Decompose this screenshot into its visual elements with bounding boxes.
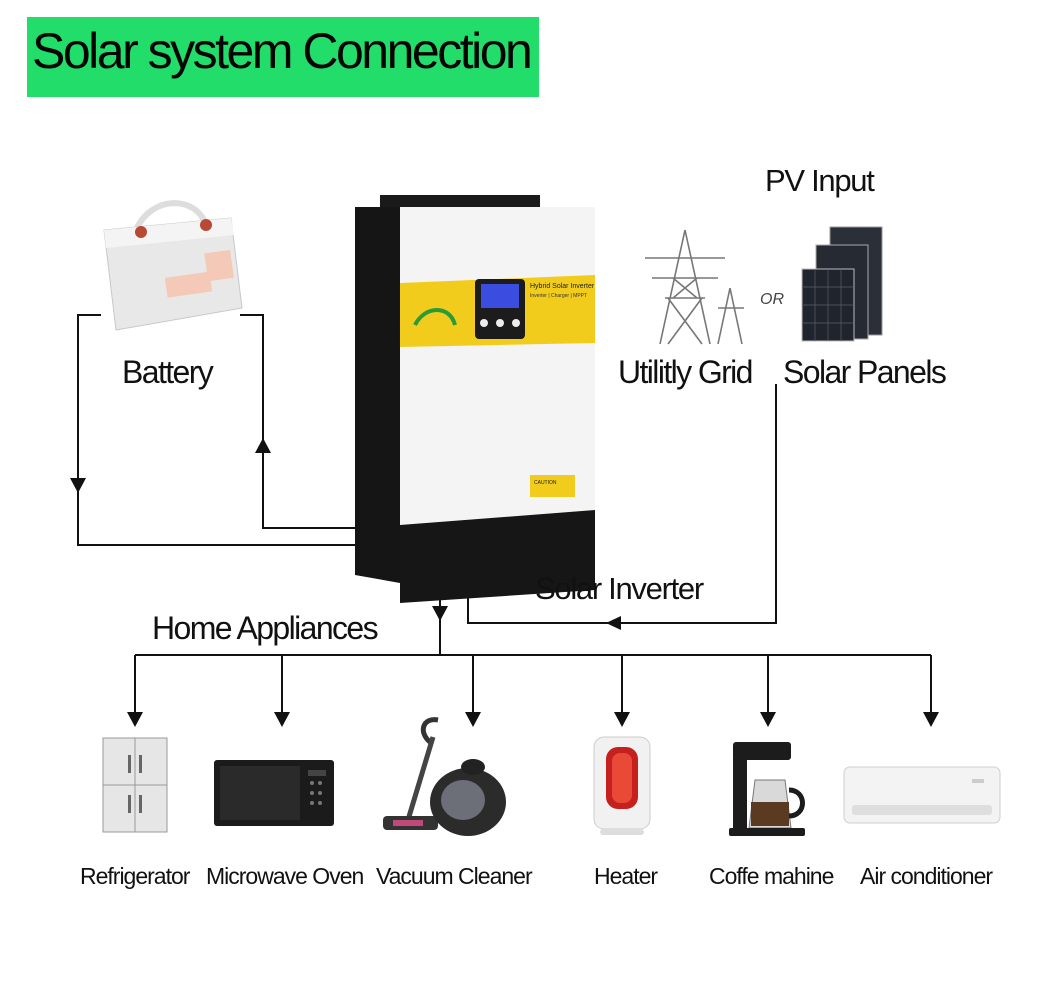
heater-icon [593,736,651,835]
solar-inverter-label: Solar Inverter [535,571,704,606]
solar-panels-icon [801,226,883,342]
appliance-label-microwave-oven: Microwave Oven [206,863,364,889]
vacuum-cleaner-icon [383,717,506,836]
arrow-down-icon [127,712,143,727]
utility-grid-label: Utilitly Grid [618,354,753,390]
appliance-label-refrigerator: Refrigerator [80,863,190,889]
appliance-label-coffee-machine: Coffe mahine [709,863,834,889]
arrow-down-icon [432,606,448,621]
coffee-machine-icon [729,742,805,836]
arrow-down-icon [70,478,86,493]
appliance-label-heater: Heater [594,863,658,889]
air-conditioner-icon [843,766,1001,824]
arrow-down-icon [923,712,939,727]
page-title: Solar system Connection [32,23,533,79]
microwave-oven-icon [214,760,334,826]
arrow-left-icon [606,616,621,630]
arrow-down-icon [760,712,776,727]
caution-label: CAUTION [534,480,557,486]
appliance-label-air-conditioner: Air conditioner [860,863,993,889]
inverter-sub-label: Inverter | Charger | MPPT [530,293,588,299]
transmission-tower-icon [645,229,744,345]
arrow-down-icon [465,712,481,727]
refrigerator-icon [102,737,168,833]
appliance-label-vacuum-cleaner: Vacuum Cleaner [376,863,533,889]
or-label: OR [760,291,784,308]
home-appliances-label: Home Appliances [152,610,379,646]
pv-input-label: PV Input [765,163,875,198]
battery-icon [103,200,243,331]
solar-panels-label: Solar Panels [783,354,947,390]
arrow-down-icon [614,712,630,727]
solar-inverter-unit [355,195,595,603]
title-banner [27,17,539,97]
battery-label: Battery [122,354,214,390]
arrow-up-icon [255,438,271,453]
inverter-model-label: Hybrid Solar Inverter [530,283,595,290]
arrow-down-icon [274,712,290,727]
